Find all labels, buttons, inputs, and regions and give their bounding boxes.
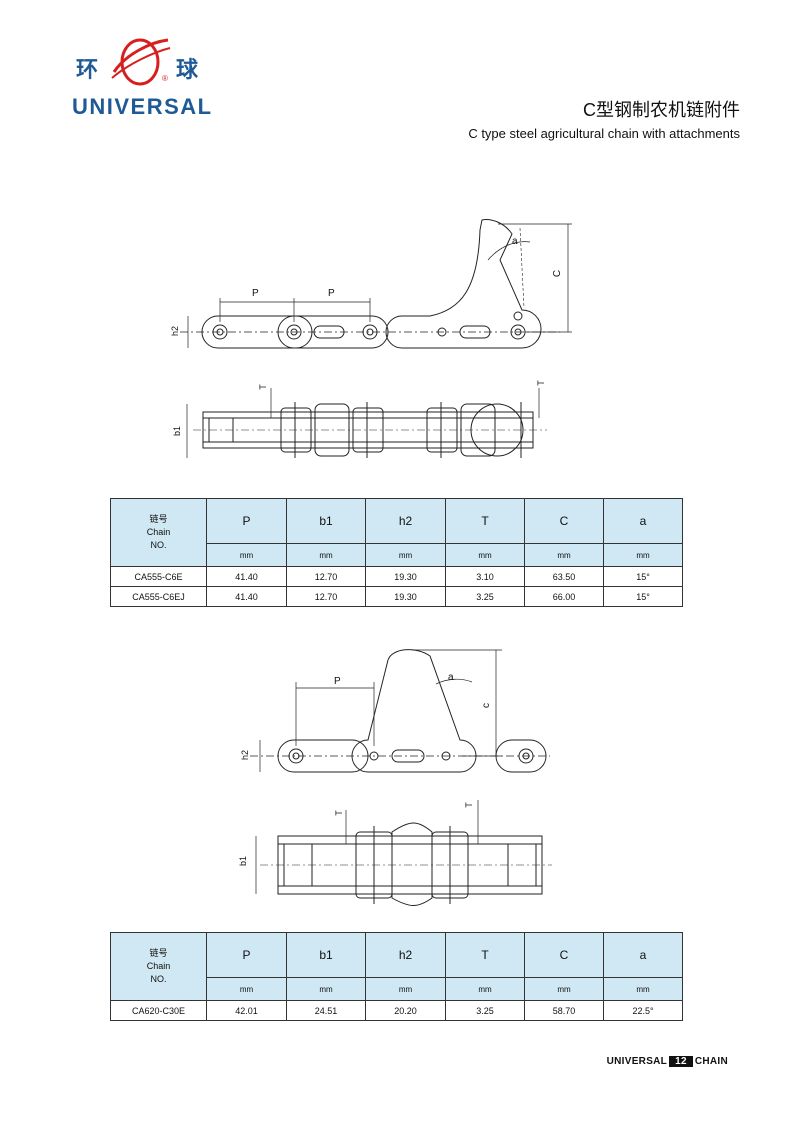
column-header-h2: h2 xyxy=(365,498,446,544)
dim-label-t-2b: T xyxy=(463,802,474,808)
column-header-a: a xyxy=(603,498,683,544)
footer-chain: CHAIN xyxy=(694,1056,728,1067)
chain-number-header: 链号 Chain NO. xyxy=(110,932,207,1001)
column-header-c: C xyxy=(524,498,604,544)
table-header-row: 链号 Chain NO. P b1 h2 T C a xyxy=(110,932,683,1001)
table-header-row: 链号 Chain NO. P b1 h2 T C a xyxy=(110,498,683,567)
unit-cell: mm xyxy=(524,977,604,1001)
dim-label-t-1a: T xyxy=(257,384,268,390)
value-cell: 22.5° xyxy=(603,1000,683,1021)
value-cell: 41.40 xyxy=(206,566,287,587)
value-cell: 20.20 xyxy=(365,1000,446,1021)
value-cell: 19.30 xyxy=(365,566,446,587)
column-header-t: T xyxy=(445,932,525,978)
column-header-a: a xyxy=(603,932,683,978)
value-cell: 12.70 xyxy=(286,566,366,587)
logo-right-character: 球 xyxy=(176,57,201,82)
unit-cell: mm xyxy=(524,543,604,567)
value-cell: 42.01 xyxy=(206,1000,287,1021)
value-cell: 19.30 xyxy=(365,586,446,607)
value-cell: 3.25 xyxy=(445,586,525,607)
dim-label-p-2: P xyxy=(328,288,335,299)
page-title-english: C type steel agricultural chain with att… xyxy=(468,126,740,141)
chain-top-view-1 xyxy=(186,388,547,458)
unit-cell: mm xyxy=(365,977,446,1001)
table-row: CA620-C30E 42.01 24.51 20.20 3.25 58.70 … xyxy=(110,1000,683,1021)
dim-label-h2-1: h2 xyxy=(170,325,181,337)
dim-label-h2-2: h2 xyxy=(240,749,251,761)
value-cell: 3.10 xyxy=(445,566,525,587)
globe-logo-icon xyxy=(111,38,171,86)
dim-label-a-2: a xyxy=(448,672,454,683)
value-cell: 24.51 xyxy=(286,1000,366,1021)
page-number: 12 xyxy=(669,1056,693,1067)
chain-side-view-1 xyxy=(180,219,572,349)
dim-label-a-1: a xyxy=(512,236,518,247)
value-cell: 41.40 xyxy=(206,586,287,607)
column-header-t: T xyxy=(445,498,525,544)
unit-cell: mm xyxy=(206,977,287,1001)
unit-cell: mm xyxy=(286,977,366,1001)
value-cell: 66.00 xyxy=(524,586,604,607)
chain-top-view-2 xyxy=(255,800,552,906)
spec-table-1: 链号 Chain NO. P b1 h2 T C a mm mm mm mm m… xyxy=(110,498,683,607)
column-header-p: P xyxy=(206,498,287,544)
column-header-c: C xyxy=(524,932,604,978)
footer-brand: UNIVERSAL xyxy=(606,1056,668,1067)
column-header-p: P xyxy=(206,932,287,978)
table-row: CA555-C6EJ 41.40 12.70 19.30 3.25 66.00 … xyxy=(110,586,683,607)
page-title-chinese: C型钢制农机链附件 xyxy=(583,100,740,120)
chain-number-cell: CA555-C6EJ xyxy=(110,586,207,607)
value-cell: 12.70 xyxy=(286,586,366,607)
value-cell: 15° xyxy=(603,566,683,587)
company-logo: 环 ® 球 UNIVERSAL xyxy=(70,32,213,122)
value-cell: 15° xyxy=(603,586,683,607)
column-header-b1: b1 xyxy=(286,932,366,978)
column-header-b1: b1 xyxy=(286,498,366,544)
value-cell: 58.70 xyxy=(524,1000,604,1021)
column-header-h2: h2 xyxy=(365,932,446,978)
chain-number-cell: CA555-C6E xyxy=(110,566,207,587)
dim-label-t-1b: T xyxy=(535,380,546,386)
unit-cell: mm xyxy=(286,543,366,567)
spec-table-2: 链号 Chain NO. P b1 h2 T C a mm mm mm mm m… xyxy=(110,932,683,1021)
logo-left-character: 环 xyxy=(76,57,101,82)
unit-cell: mm xyxy=(206,543,287,567)
value-cell: 3.25 xyxy=(445,1000,525,1021)
registered-mark: ® xyxy=(162,74,168,83)
unit-cell: mm xyxy=(445,977,525,1001)
table-row: CA555-C6E 41.40 12.70 19.30 3.10 63.50 1… xyxy=(110,566,683,587)
dim-label-p-1: P xyxy=(252,288,259,299)
unit-cell: mm xyxy=(445,543,525,567)
chain-side-view-2 xyxy=(250,649,550,773)
brand-name: UNIVERSAL xyxy=(72,94,213,119)
dim-label-t-2a: T xyxy=(333,810,344,816)
chain-number-cell: CA620-C30E xyxy=(110,1000,207,1021)
dim-label-c-1: C xyxy=(552,269,564,278)
chain-number-header: 链号 Chain NO. xyxy=(110,498,207,567)
dim-label-b1-2: b1 xyxy=(238,855,249,867)
unit-cell: mm xyxy=(365,543,446,567)
unit-cell: mm xyxy=(603,543,683,567)
value-cell: 63.50 xyxy=(524,566,604,587)
unit-cell: mm xyxy=(603,977,683,1001)
dim-label-p-3: P xyxy=(334,676,341,687)
dim-label-b1-1: b1 xyxy=(172,425,183,437)
table-unit-row: mm mm mm mm mm mm xyxy=(111,977,683,1001)
dim-label-c-2: c xyxy=(481,703,492,708)
